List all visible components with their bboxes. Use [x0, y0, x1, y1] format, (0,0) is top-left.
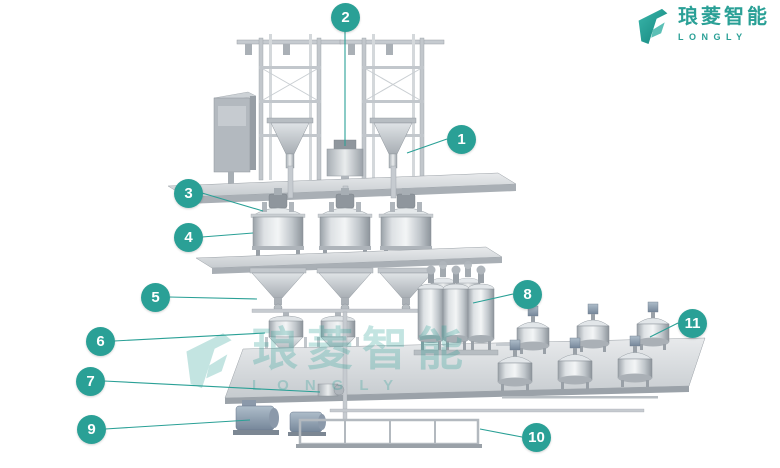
- mixing-vessel-center: [317, 188, 373, 259]
- reactor-back-2: [576, 303, 610, 352]
- bottom-skid-frame: [296, 418, 482, 448]
- callout-6: 6: [86, 327, 115, 356]
- dispersing-unit-group: [413, 261, 499, 356]
- discharge-cone-left: [249, 267, 307, 313]
- long-transfer-pipe: [329, 408, 645, 413]
- reactor-back-1: [516, 305, 550, 354]
- feeding-tower-left: [236, 34, 342, 181]
- inline-pump-small: [317, 383, 345, 397]
- valve-manifold-pipe: [251, 308, 421, 313]
- center-down-pipe: [342, 311, 348, 421]
- callout-3: 3: [174, 179, 203, 208]
- reactor-front-3: [617, 335, 653, 387]
- callout-11: 11: [678, 309, 707, 338]
- pump-unit-secondary: [288, 411, 326, 436]
- callout-1: 1: [447, 125, 476, 154]
- callout-2: 2: [331, 3, 360, 32]
- callout-7: 7: [76, 367, 105, 396]
- brand-name-chinese: 琅菱智能: [678, 6, 770, 28]
- reactor-front-2: [557, 337, 593, 389]
- discharge-cone-center: [316, 267, 374, 313]
- reactor-back-3: [636, 301, 670, 350]
- brand-logo: 琅菱智能 LONGLY: [635, 6, 770, 46]
- control-cabinet: [213, 91, 257, 186]
- callout-9: 9: [77, 415, 106, 444]
- pump-unit-main: [233, 400, 279, 435]
- reactor-front-1: [497, 339, 533, 391]
- mixing-vessel-right: [378, 188, 434, 259]
- callout-10: 10: [522, 423, 551, 452]
- longly-logo-icon: [638, 8, 668, 44]
- brand-name-english: LONGLY: [678, 32, 748, 42]
- callout-8: 8: [513, 280, 542, 309]
- feeding-tower-right: [339, 34, 445, 181]
- mixing-vessel-left: [250, 188, 306, 259]
- callout-4: 4: [174, 223, 203, 252]
- callout-5: 5: [141, 283, 170, 312]
- reactor-manifold-pipe: [502, 396, 658, 399]
